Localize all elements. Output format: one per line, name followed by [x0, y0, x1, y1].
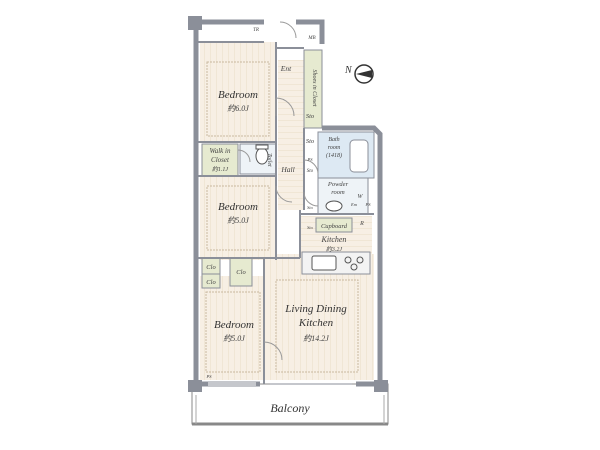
em-label: Em [350, 202, 358, 207]
ps-label-3: PS [206, 374, 213, 379]
powder-basin [325, 200, 343, 212]
bedroom1-rug [206, 61, 270, 137]
hall-floor [278, 60, 304, 210]
bedroom2-name: Bedroom [218, 201, 258, 213]
ps-label-2: PS [365, 202, 372, 207]
ps-label-1: PS [307, 157, 314, 162]
sto-label-3: Sto [307, 169, 314, 174]
bedroom2-floor [200, 176, 276, 260]
partitions [196, 41, 374, 384]
wall-corner-bl [188, 380, 202, 392]
w-label: W [358, 194, 364, 200]
walk-in-line2: Closet [211, 156, 230, 164]
clo-label-3: Clo [236, 269, 246, 276]
entrance-label: Ent [280, 64, 292, 73]
compass: N [344, 64, 374, 84]
bedroom1-size: 約6.0J [227, 104, 249, 113]
toilet-label: Toilet [266, 153, 272, 167]
compass-letter: N [344, 65, 353, 76]
clo-label-1: Clo [206, 264, 216, 271]
bedroom3-name: Bedroom [214, 319, 254, 331]
compass-icon [354, 64, 374, 84]
balcony-label: Balcony [270, 401, 310, 415]
wall-corner-tl [188, 16, 202, 30]
powder-line1: Powder [327, 181, 349, 188]
bedroom2-size: 約5.0J [227, 216, 249, 225]
doors [237, 21, 319, 361]
clo-label-2: Clo [206, 279, 216, 286]
bedroom1-floor [200, 42, 276, 142]
sto-small-2: Sto [307, 225, 314, 230]
bath-line1: Bath [328, 137, 339, 143]
clo-area-2 [201, 273, 221, 289]
walk-in-size: 約1.1J [212, 165, 229, 173]
bathtub [349, 139, 369, 173]
bedroom2-rug [206, 185, 270, 251]
powder-line2: room [331, 189, 345, 196]
bedroom3-floor [200, 276, 264, 380]
mb-label: MB [307, 36, 315, 41]
kitchen-name: Kitchen [321, 235, 347, 244]
sto-label-2: Sto [306, 138, 315, 145]
kitchen-size: 約3.2J [326, 245, 343, 253]
ldk-name-line1: Living Dining [284, 303, 347, 315]
bath-line2: room [328, 145, 341, 151]
ldk-name-line2: Kitchen [298, 317, 334, 329]
shoes-closet-area [303, 49, 323, 129]
r-label: R [359, 221, 364, 227]
bedroom3-size: 約5.0J [223, 334, 245, 343]
toilet-tank [255, 144, 269, 150]
ldk-size: 約14.2J [303, 334, 329, 343]
walls [193, 19, 383, 387]
cupboard-label: Cupboard [321, 223, 348, 230]
kitchen-sink [311, 255, 337, 271]
balcony-area: Balcony [191, 383, 389, 426]
tr-label: TR [253, 28, 259, 33]
wall-corner-br [374, 380, 388, 392]
stove [344, 256, 364, 271]
bath-line3: (1418) [326, 152, 342, 159]
cupboard-area [315, 217, 353, 233]
bedroom3-rug [205, 291, 261, 373]
hall-label: Hall [280, 165, 294, 174]
compass-needle-icon [356, 70, 372, 78]
bedroom1-name: Bedroom [218, 89, 258, 101]
sto-small-1: Sto [307, 205, 314, 210]
shoes-closet-label: Shoes in Closet [311, 70, 317, 107]
walk-in-line1: Walk in [210, 147, 231, 155]
ldk-rug [275, 279, 359, 373]
sto-label-1: Sto [306, 113, 315, 120]
